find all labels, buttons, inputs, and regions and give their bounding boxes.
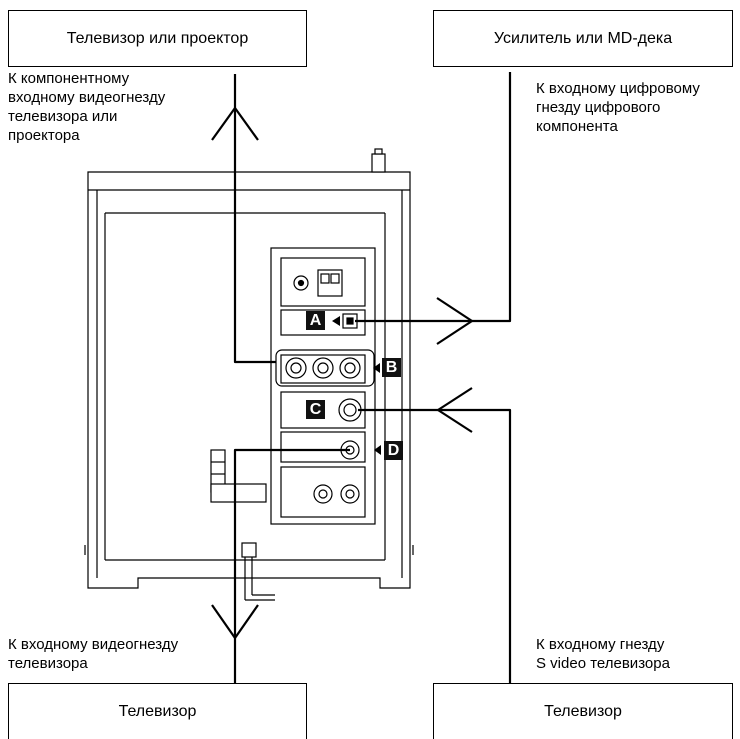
box-tv-bottom-right: Телевизор bbox=[433, 683, 733, 739]
side-switch bbox=[210, 449, 267, 503]
box-tv-or-projector-label: Телевизор или проектор bbox=[66, 29, 249, 47]
note-component-input: К компонентному входному видеогнезду тел… bbox=[8, 70, 166, 144]
callout-b: B bbox=[382, 358, 401, 377]
arrow-left-svideo bbox=[436, 387, 473, 433]
s-video-cable bbox=[358, 408, 512, 684]
callout-d: D bbox=[384, 441, 403, 460]
callout-a: A bbox=[306, 311, 325, 330]
note-svideo-input: К входному гнезду S video телевизора bbox=[536, 636, 670, 672]
connector-panel bbox=[270, 247, 376, 525]
box-tv-bottom-left: Телевизор bbox=[8, 683, 307, 739]
arrow-right-optical bbox=[436, 297, 474, 345]
box-amplifier-or-md-label: Усилитель или MD-дека bbox=[493, 29, 673, 47]
box-tv-or-projector: Телевизор или проектор bbox=[8, 10, 307, 67]
box-amplifier-or-md: Усилитель или MD-дека bbox=[433, 10, 733, 67]
arrow-down-left bbox=[211, 604, 259, 640]
optical-cable bbox=[355, 72, 512, 323]
arrow-up-left bbox=[211, 106, 259, 141]
box-tv-bottom-right-label: Телевизор bbox=[544, 702, 622, 720]
power-cord bbox=[241, 542, 275, 601]
note-digital-input: К входному цифровому гнезду цифрового ко… bbox=[536, 80, 700, 135]
callout-c: C bbox=[306, 400, 325, 419]
composite-video-cable bbox=[233, 448, 350, 684]
component-video-cable bbox=[233, 74, 276, 364]
note-video-input: К входному видеогнезду телевизора bbox=[8, 636, 179, 672]
box-tv-bottom-left-label: Телевизор bbox=[118, 702, 197, 720]
